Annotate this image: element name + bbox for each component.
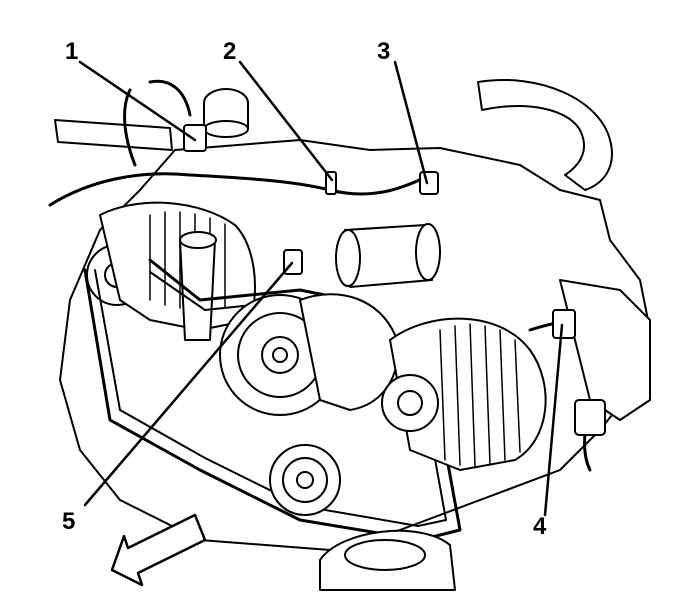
callout-2: 2	[223, 38, 237, 65]
front-arrow-icon	[110, 513, 207, 587]
callout-3: 3	[377, 38, 391, 65]
leader-line-3	[393, 60, 429, 185]
connector-3	[419, 171, 439, 195]
callout-1: 1	[65, 38, 79, 65]
leader-line-1	[78, 60, 197, 142]
leader-line-4	[543, 323, 564, 517]
ac-compressor-body	[299, 293, 399, 411]
leader-line-5	[83, 261, 294, 507]
callout-4: 4	[533, 513, 547, 540]
upper-left-hose	[54, 119, 173, 151]
connector-4	[552, 309, 576, 339]
right-alternator	[389, 317, 547, 471]
leader-line-2	[238, 60, 334, 182]
wiring-harness-top	[48, 172, 432, 207]
serpentine-belt	[83, 258, 462, 542]
connector-1	[183, 124, 207, 152]
coolant-hose	[477, 78, 613, 191]
callout-5: 5	[62, 508, 76, 535]
